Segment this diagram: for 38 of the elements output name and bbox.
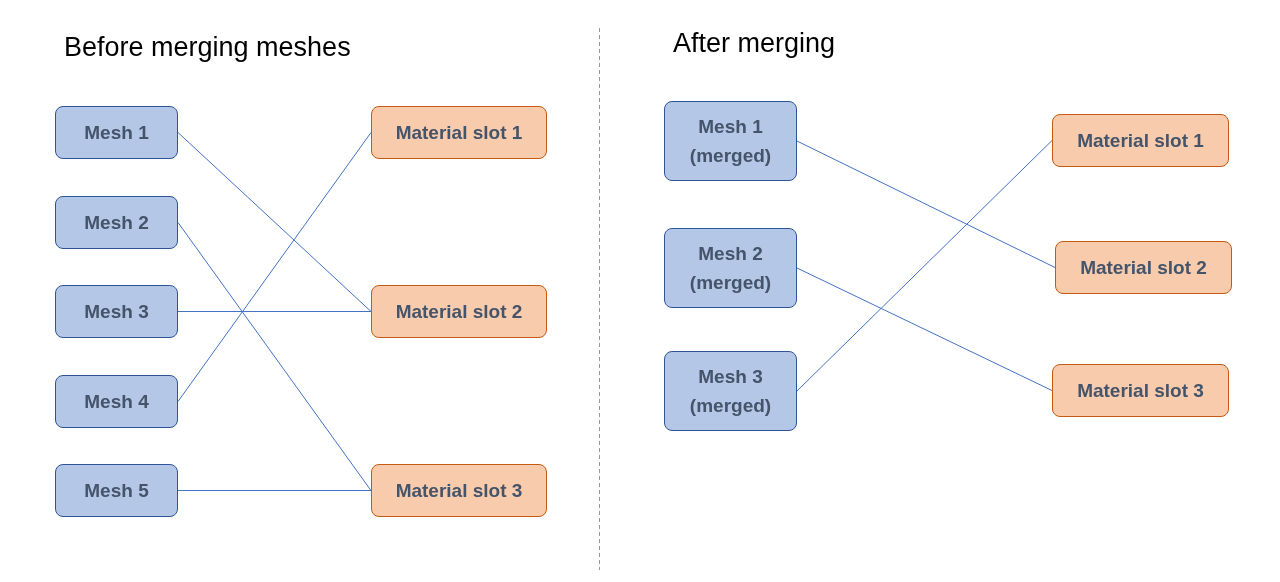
- material-slot-box: [1055, 241, 1232, 294]
- material-slot-box: [371, 464, 547, 517]
- mesh-box: [55, 106, 178, 159]
- node-label: Mesh 5: [84, 479, 149, 503]
- mesh-box: [55, 375, 178, 428]
- material-slot-box: [371, 285, 547, 338]
- mesh-box: [664, 228, 797, 308]
- connector-line: [796, 140, 1053, 392]
- node-label: Mesh 2 (merged): [688, 242, 773, 295]
- connector-line: [796, 140, 1056, 268]
- mesh-box: [55, 464, 178, 517]
- node-label: Material slot 2: [1080, 256, 1207, 280]
- connector-line: [177, 132, 372, 402]
- node-label: Material slot 1: [1077, 129, 1204, 153]
- connector-line: [177, 222, 372, 491]
- node-label: Mesh 1: [84, 121, 149, 145]
- node-label: Material slot 2: [395, 300, 523, 324]
- node-label: Mesh 1 (merged): [688, 115, 773, 168]
- node-label: Material slot 3: [395, 479, 523, 503]
- node-label: Mesh 3 (merged): [688, 365, 773, 418]
- section-heading: Before merging meshes: [64, 32, 351, 63]
- node-label: Mesh 3: [84, 300, 149, 324]
- mesh-box: [664, 101, 797, 181]
- node-label: Material slot 1: [395, 121, 523, 145]
- mesh-box: [55, 285, 178, 338]
- connector-line: [177, 490, 372, 491]
- node-label: Mesh 4: [84, 390, 149, 414]
- material-slot-box: [1052, 364, 1229, 417]
- material-slot-box: [1052, 114, 1229, 167]
- connector-line: [177, 132, 372, 312]
- node-label: Mesh 2: [84, 211, 149, 235]
- section-heading: After merging: [673, 28, 836, 59]
- mesh-box: [664, 351, 797, 431]
- node-label: Material slot 3: [1077, 379, 1204, 403]
- connector-line: [177, 311, 372, 312]
- connector-line: [796, 267, 1053, 391]
- mesh-box: [55, 196, 178, 249]
- material-slot-box: [371, 106, 547, 159]
